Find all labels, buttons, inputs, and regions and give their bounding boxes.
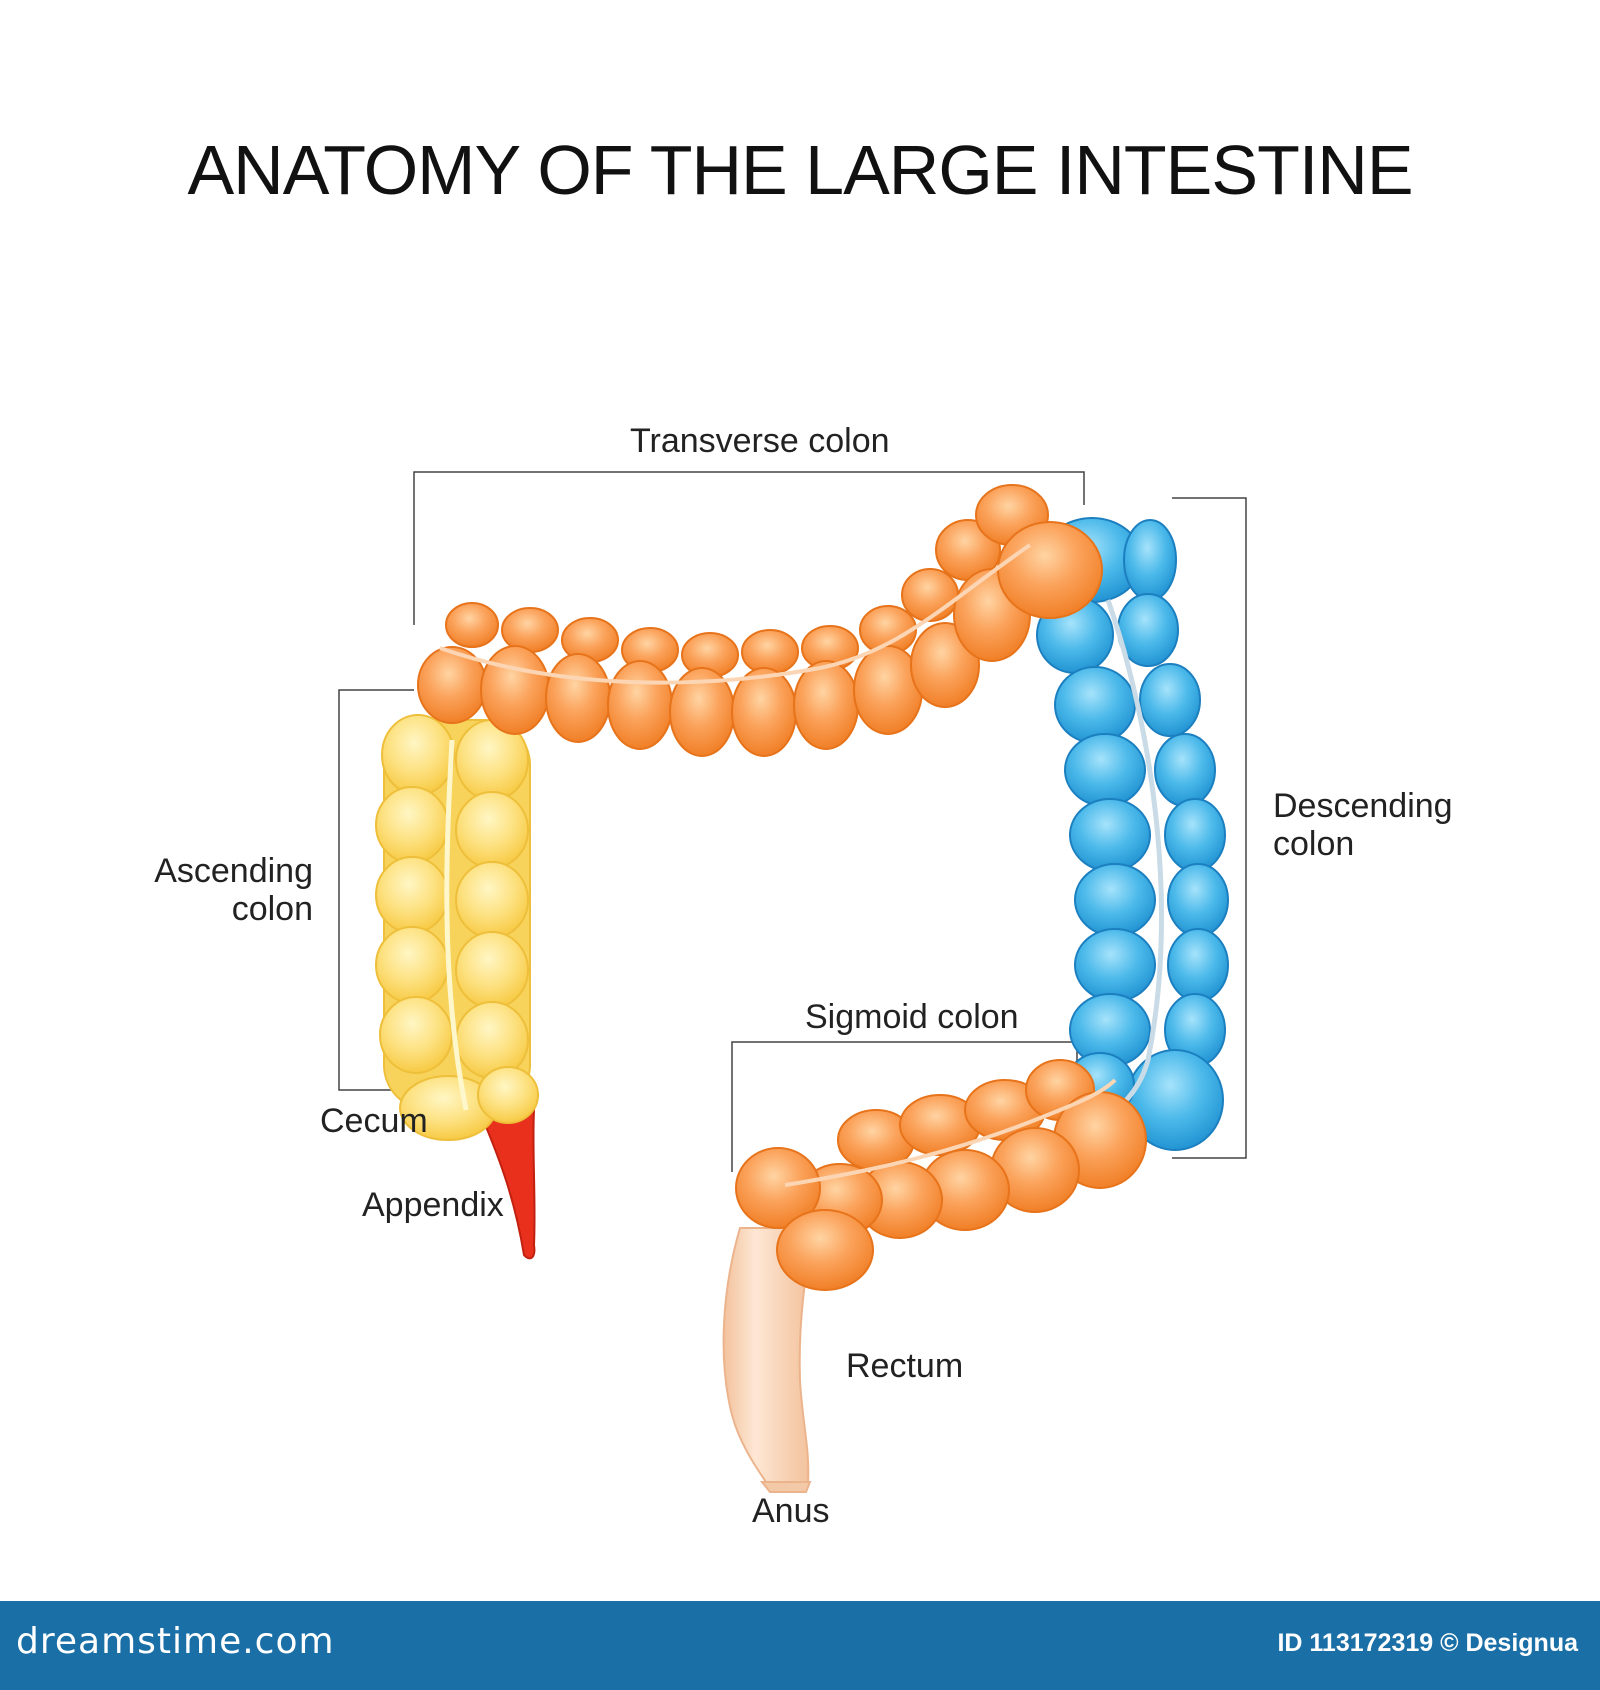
diagram-title: ANATOMY OF THE LARGE INTESTINE [187,131,1413,209]
label-ascending-colon-line1: Ascending [154,852,313,890]
watermark-footer-bar: dreamstime.com ID 113172319 © Designua [0,1601,1600,1690]
label-rectum: Rectum [846,1347,963,1385]
sigmoid-colon [735,1059,1147,1291]
ascending-colon [375,714,539,1141]
label-cecum: Cecum [320,1102,428,1140]
rectum [722,1227,816,1493]
brand-logo-text: dreamstime.com [16,1621,335,1662]
label-transverse-colon: Transverse colon [630,422,890,460]
label-sigmoid-colon: Sigmoid colon [805,998,1019,1036]
label-anus: Anus [752,1492,830,1530]
label-descending-colon-line2: colon [1273,825,1354,863]
ascending-bracket [338,689,414,1091]
descending-bracket [1172,497,1247,1159]
label-descending-colon-line1: Descending [1273,787,1453,825]
appendix [482,1108,536,1260]
label-appendix: Appendix [362,1186,504,1224]
sigmoid-bracket [731,1041,1078,1172]
stock-id-credit: ID 113172319 © Designua [1277,1629,1578,1657]
large-intestine-diagram: Transverse colon Descending colon Ascend… [154,422,1453,1530]
label-ascending-colon-line2: colon [232,890,313,928]
transverse-bracket [413,471,1085,625]
transverse-colon [417,484,1103,757]
label-brackets [338,471,1247,1172]
